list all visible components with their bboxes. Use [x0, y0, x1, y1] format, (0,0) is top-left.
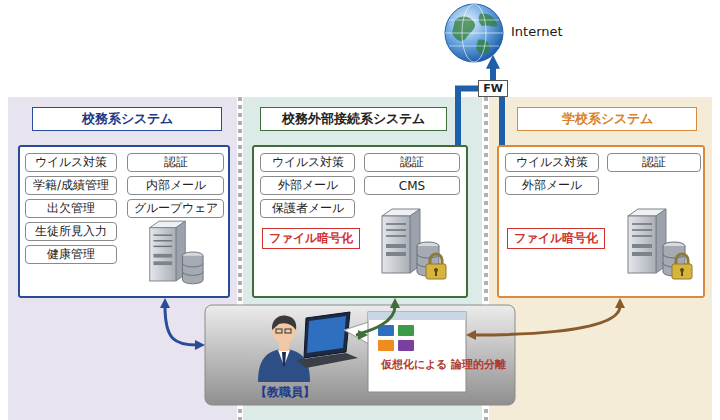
box-label: 認証: [642, 154, 666, 171]
header-box: 学校系システム: [517, 107, 697, 131]
system-panel: 校務外部接続系システムウイルス対策認証外部メールCMS保護者メールファイル暗号化: [252, 145, 468, 298]
connector-arrow: [458, 89, 478, 146]
internet-label: Internet: [511, 24, 563, 39]
staff-label: 【教職員】: [255, 384, 315, 401]
function-box: 生徒所見入力: [25, 222, 117, 241]
box-label: 認証: [400, 154, 424, 171]
function-box: 認証: [607, 153, 701, 172]
function-box: グループウェア: [127, 199, 224, 218]
connector-arrow: [165, 306, 197, 345]
box-label: FW: [483, 82, 503, 95]
header-box: 校務系システム: [32, 107, 222, 131]
encryption-box: ファイル暗号化: [262, 228, 360, 249]
box-label: グループウェア: [134, 200, 218, 217]
function-box: ウイルス対策: [25, 153, 117, 172]
function-box: 出欠管理: [25, 199, 117, 218]
firewall-box: FW: [478, 80, 508, 97]
function-box: 外部メール: [505, 176, 599, 195]
function-box: 学籍/成績管理: [25, 176, 117, 195]
function-box: ウイルス対策: [260, 153, 355, 172]
window-caption: 仮想化による 論理的分離: [381, 358, 453, 372]
box-label: 外部メール: [522, 177, 582, 194]
box-label: ウイルス対策: [272, 154, 344, 171]
panel-title: 校務外部接続系システム: [282, 110, 425, 128]
box-label: 内部メール: [146, 177, 206, 194]
box-label: 保護者メール: [272, 200, 344, 217]
header-box: 校務外部接続系システム: [260, 107, 447, 131]
staff-panel: 【教職員】 仮想化による 論理的分離: [205, 305, 515, 405]
function-box: ウイルス対策: [505, 153, 599, 172]
connector-arrow: [490, 66, 496, 80]
function-box: 認証: [364, 153, 460, 172]
function-box: 健康管理: [25, 245, 117, 264]
box-label: ファイル暗号化: [269, 230, 353, 247]
connector-arrow: [499, 97, 505, 145]
connector-arrow: [474, 306, 620, 335]
internet-globe: Internet: [445, 4, 503, 62]
function-box: 認証: [127, 153, 224, 172]
encryption-box: ファイル暗号化: [507, 228, 605, 249]
box-label: CMS: [399, 179, 425, 193]
box-label: 生徒所見入力: [35, 223, 107, 240]
box-label: ウイルス対策: [516, 154, 588, 171]
box-label: 出欠管理: [47, 200, 95, 217]
function-box: 外部メール: [260, 176, 355, 195]
virtual-window: 仮想化による 論理的分離: [368, 312, 466, 392]
box-label: 外部メール: [278, 177, 338, 194]
box-label: ファイル暗号化: [514, 230, 598, 247]
system-panel: 学校系システムウイルス対策認証外部メールファイル暗号化: [497, 145, 705, 298]
box-label: 認証: [164, 154, 188, 171]
panel-title: 校務系システム: [82, 110, 173, 128]
function-box: 内部メール: [127, 176, 224, 195]
box-label: 健康管理: [47, 246, 95, 263]
system-panel: 校務系システムウイルス対策認証学籍/成績管理内部メール出欠管理グループウェア生徒…: [18, 145, 230, 298]
box-label: ウイルス対策: [35, 154, 107, 171]
connector-arrow: [357, 306, 395, 335]
function-box: 保護者メール: [260, 199, 355, 218]
function-box: CMS: [364, 176, 460, 195]
box-label: 学籍/成績管理: [33, 177, 109, 194]
panel-title: 学校系システム: [562, 110, 653, 128]
